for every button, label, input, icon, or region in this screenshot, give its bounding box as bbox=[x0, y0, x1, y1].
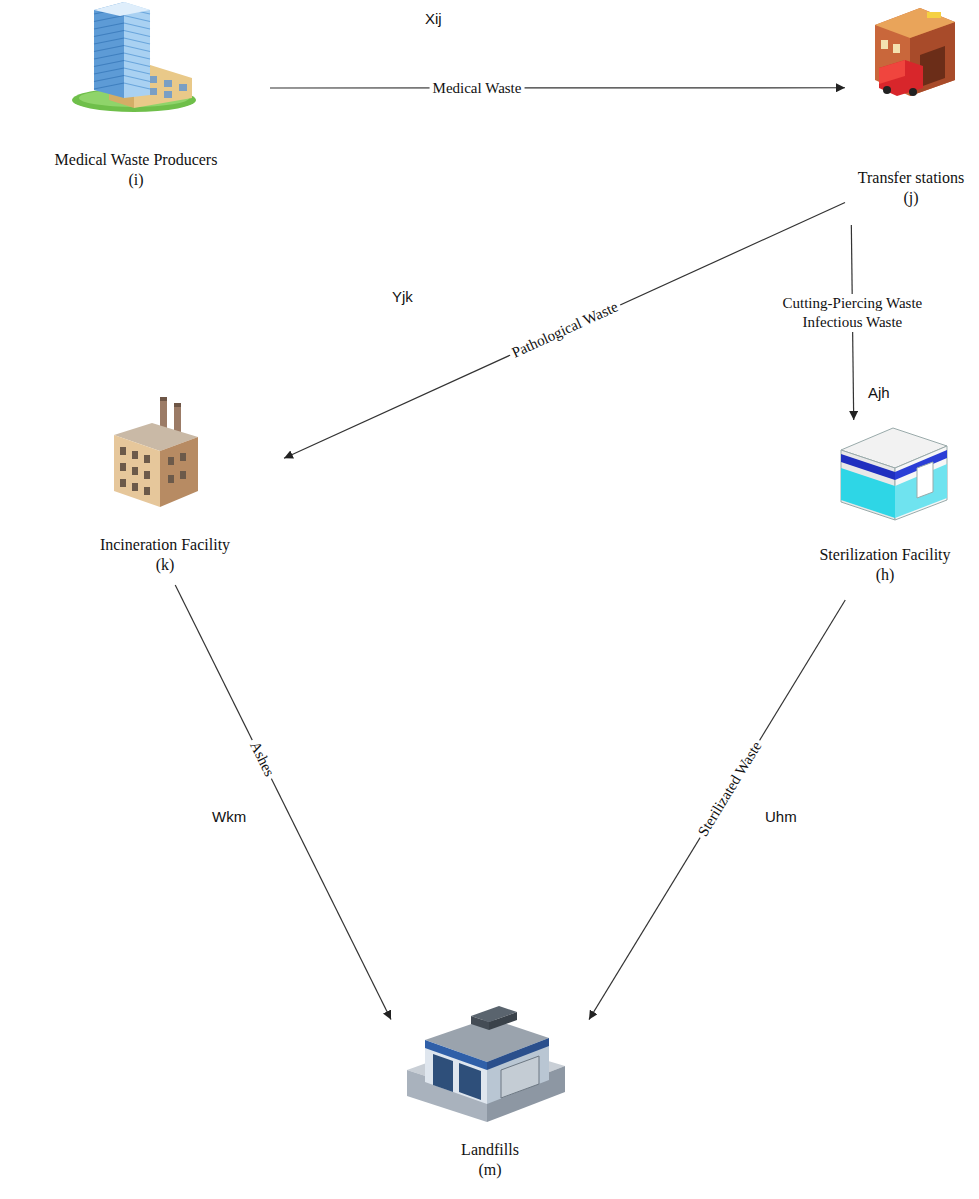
flow-label: Ashes bbox=[244, 735, 280, 782]
node-index: (i) bbox=[2, 170, 270, 190]
flow-arrow bbox=[175, 585, 391, 1020]
facility-node: Incineration Facility(k) bbox=[46, 390, 284, 585]
facility-node: Landfills(m) bbox=[391, 1000, 589, 1196]
flow-variable: Wkm bbox=[212, 808, 246, 826]
node-caption: Landfills(m) bbox=[391, 1140, 589, 1180]
flow-variable: Yjk bbox=[392, 288, 413, 306]
flow-label: Medical Waste bbox=[430, 78, 525, 97]
flow-variable: Xij bbox=[425, 10, 442, 28]
node-caption: Incineration Facility(k) bbox=[46, 535, 284, 575]
facility-icon bbox=[865, 0, 960, 104]
flow-arrow bbox=[270, 87, 845, 88]
node-name: Landfills bbox=[391, 1140, 589, 1160]
facility-node: Sterilization Facility(h) bbox=[793, 420, 977, 600]
facility-icon bbox=[64, 0, 209, 119]
node-caption: Medical Waste Producers(i) bbox=[2, 150, 270, 190]
node-name: Transfer stations bbox=[845, 168, 977, 188]
flow-label: Sterilizated Waste bbox=[692, 735, 768, 842]
facility-icon bbox=[403, 1000, 568, 1132]
facility-node: Transfer stations(j) bbox=[845, 0, 977, 225]
node-name: Incineration Facility bbox=[46, 535, 284, 555]
node-caption: Sterilization Facility(h) bbox=[793, 545, 977, 585]
flow-label: Cutting-Piercing Waste Infectious Waste bbox=[759, 294, 945, 332]
node-name: Sterilization Facility bbox=[793, 545, 977, 565]
facility-node: Medical Waste Producers(i) bbox=[2, 0, 270, 200]
flow-arrow bbox=[589, 600, 845, 1020]
node-name: Medical Waste Producers bbox=[2, 150, 270, 170]
facility-icon bbox=[833, 420, 953, 529]
node-index: (k) bbox=[46, 555, 284, 575]
node-index: (m) bbox=[391, 1160, 589, 1180]
node-caption: Transfer stations(j) bbox=[845, 168, 977, 208]
facility-icon bbox=[108, 395, 203, 514]
flow-label: Pathological Waste bbox=[506, 297, 624, 364]
node-index: (j) bbox=[845, 188, 977, 208]
flow-variable: Uhm bbox=[765, 808, 797, 826]
flow-variable: Ajh bbox=[868, 384, 890, 402]
node-index: (h) bbox=[793, 565, 977, 585]
